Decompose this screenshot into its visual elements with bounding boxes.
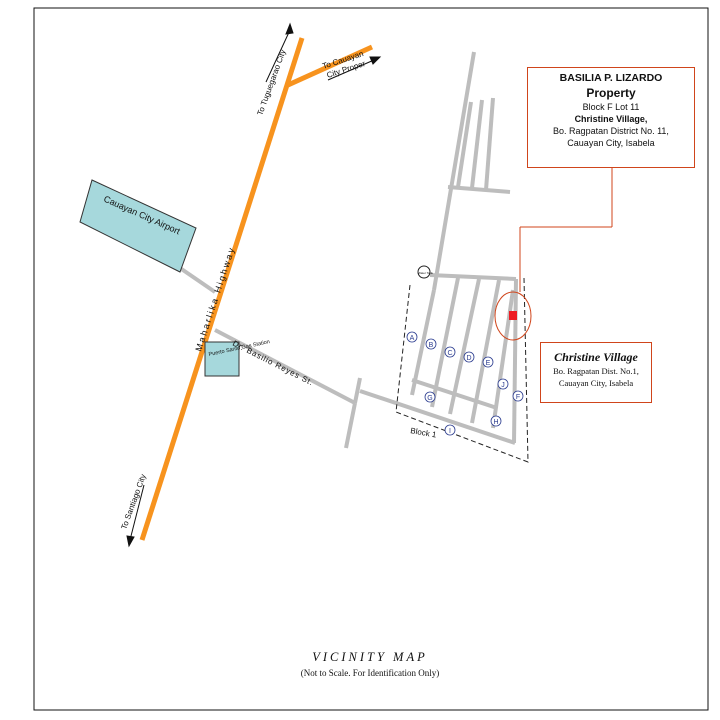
main-village-road xyxy=(432,51,476,291)
water-tank-label: Water Tank xyxy=(418,271,434,275)
block-marker-j: J xyxy=(497,378,509,390)
block-marker-e: E xyxy=(482,356,494,368)
svg-text:G: G xyxy=(427,395,432,402)
svg-text:D: D xyxy=(466,355,471,362)
svg-text:I: I xyxy=(449,428,451,435)
maharlika-highway xyxy=(139,37,374,541)
arrow-santiago-head xyxy=(126,535,135,548)
block-markers: A B C D E F G H I J xyxy=(406,331,524,436)
north-cross-road xyxy=(447,185,511,194)
map-title: VICINITY MAP xyxy=(312,650,428,664)
north-lane-1 xyxy=(456,101,473,188)
north-lane-2 xyxy=(470,99,484,189)
block-marker-g: G xyxy=(424,391,436,403)
owner-name: BASILIA P. LIZARDO xyxy=(559,72,663,84)
block-1-boundary xyxy=(395,277,529,463)
block-marker-f: F xyxy=(512,390,524,402)
block-marker-h: H xyxy=(490,415,502,427)
village-lane-1 xyxy=(430,277,460,408)
svg-text:B: B xyxy=(429,342,434,349)
property-highlight-circle xyxy=(494,291,532,341)
lot-number: Block F Lot 11 xyxy=(582,102,640,112)
arrow-tuguegarao-head xyxy=(285,22,294,35)
arrow-cauayan xyxy=(327,59,375,81)
village-box-address-line1: Bo. Ragpatan Dist. No.1, xyxy=(553,366,639,376)
arrow-cauayan-head xyxy=(369,56,382,65)
block-marker-c: C xyxy=(444,346,456,358)
village-north-road xyxy=(429,273,517,281)
village-name: Christine Village, xyxy=(574,114,648,124)
village-south-road xyxy=(359,389,516,445)
gas-station-building xyxy=(204,341,240,377)
village-west-road xyxy=(410,289,436,396)
svg-text:J: J xyxy=(501,382,505,389)
village-box-name: Christine Village xyxy=(554,350,638,364)
svg-text:C: C xyxy=(447,350,452,357)
block-marker-a: A xyxy=(406,331,418,343)
highway-main xyxy=(139,37,305,541)
airport-access-road xyxy=(178,266,217,294)
village-box-address-line2: Cauayan City, Isabela xyxy=(558,378,634,388)
street-stub-south xyxy=(344,402,357,449)
map-subtitle: (Not to Scale. For Identification Only) xyxy=(300,668,440,678)
water-tank-icon xyxy=(417,265,431,279)
svg-text:E: E xyxy=(486,360,491,367)
village-east-road xyxy=(512,278,518,444)
block-marker-i: I xyxy=(444,424,456,436)
arrow-santiago xyxy=(129,484,145,541)
village-lane-2 xyxy=(448,278,481,415)
address-line1: Bo. Ragpatan District No. 11, xyxy=(553,126,669,136)
address-line2: Cauayan City, Isabela xyxy=(567,138,655,148)
property-info-box: BASILIA P. LIZARDO Property Block F Lot … xyxy=(527,67,695,168)
arrow-tuguegarao xyxy=(265,29,291,83)
block-marker-b: B xyxy=(425,338,437,350)
street-stub-north xyxy=(353,377,362,404)
property-heading: Property xyxy=(586,86,636,100)
airport-building xyxy=(79,179,197,273)
north-lane-3 xyxy=(484,97,495,191)
block-marker-d: D xyxy=(463,351,475,363)
village-lane-3 xyxy=(470,279,501,424)
svg-text:A: A xyxy=(410,335,415,342)
highway-branch-cauayan xyxy=(286,44,374,88)
village-info-box: Christine Village Bo. Ragpatan Dist. No.… xyxy=(540,342,652,403)
property-lot-marker xyxy=(509,311,517,320)
svg-text:H: H xyxy=(493,419,498,426)
svg-text:F: F xyxy=(516,394,520,401)
direction-arrows xyxy=(126,22,382,548)
